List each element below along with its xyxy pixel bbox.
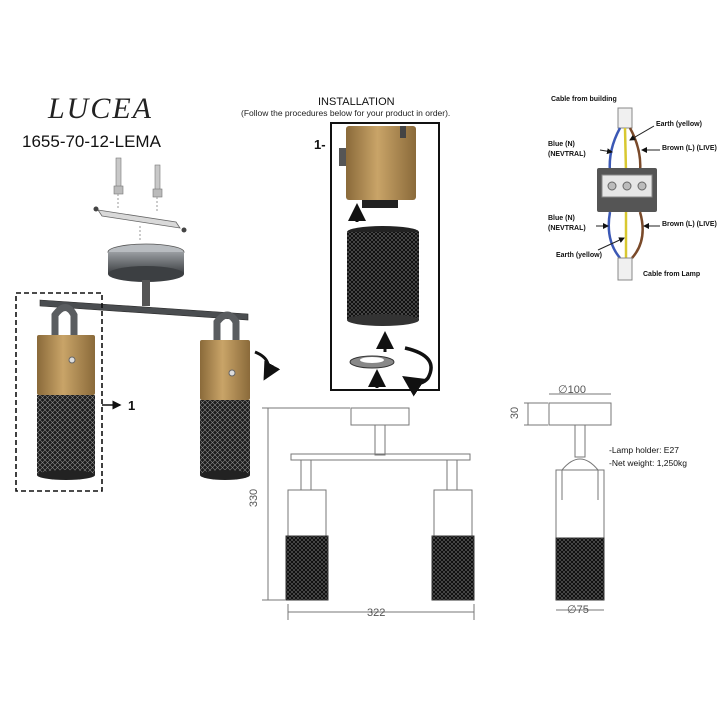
installation-title: INSTALLATION bbox=[318, 96, 395, 108]
front-elevation-drawing bbox=[262, 407, 475, 620]
mounting-bracket bbox=[93, 206, 187, 242]
wiring-label-cable-lamp: Cable from Lamp bbox=[643, 271, 701, 278]
wiring-label-blue-bottom-2: (NEVTRAL) bbox=[548, 225, 586, 232]
wiring-label-blue-top-2: (NEVTRAL) bbox=[548, 151, 586, 158]
installation-step-box bbox=[330, 122, 440, 397]
dim-canopy-diameter: ∅100 bbox=[558, 384, 586, 396]
right-spotlight bbox=[200, 311, 250, 480]
installation-subtitle: (Follow the procedures below for your pr… bbox=[241, 108, 451, 118]
spec-lamp-holder: -Lamp holder: E27 bbox=[609, 445, 679, 455]
dim-total-height: 330 bbox=[248, 488, 261, 508]
twist-arrow-icon bbox=[402, 346, 433, 397]
wiring-label-earth-bottom: Earth (yellow) bbox=[556, 252, 602, 259]
mounting-screws bbox=[113, 157, 163, 212]
wiring-label-earth-top: Earth (yellow) bbox=[656, 121, 702, 128]
rotate-arrow-icon bbox=[254, 350, 281, 381]
wiring-label-blue-bottom-1: Blue (N) bbox=[548, 215, 575, 222]
wiring-label-brown-bottom: Brown (L) (LIVE) bbox=[662, 221, 717, 228]
dim-shade-diameter: ∅75 bbox=[567, 604, 589, 616]
side-elevation-drawing bbox=[524, 393, 612, 611]
callout-label: 1 bbox=[128, 398, 136, 413]
spec-net-weight: -Net weight: 1,250kg bbox=[609, 458, 687, 468]
left-spotlight bbox=[37, 304, 95, 480]
wiring-label-blue-top-1: Blue (N) bbox=[548, 141, 575, 148]
dim-canopy-height: 30 bbox=[509, 406, 522, 420]
wiring-diagram bbox=[596, 107, 660, 281]
product-illustration bbox=[15, 157, 281, 492]
brand-name: LUCEA bbox=[48, 92, 154, 125]
step-label: 1- bbox=[314, 137, 326, 152]
detail-selection-box bbox=[15, 292, 103, 492]
dim-total-width: 322 bbox=[367, 607, 386, 619]
ceiling-canopy bbox=[107, 243, 185, 306]
wiring-label-cable-building: Cable from building bbox=[551, 96, 617, 103]
wiring-label-brown-top: Brown (L) (LIVE) bbox=[662, 145, 717, 152]
arm-bar bbox=[39, 299, 249, 321]
model-code: 1655-70-12-LEMA bbox=[22, 132, 161, 151]
